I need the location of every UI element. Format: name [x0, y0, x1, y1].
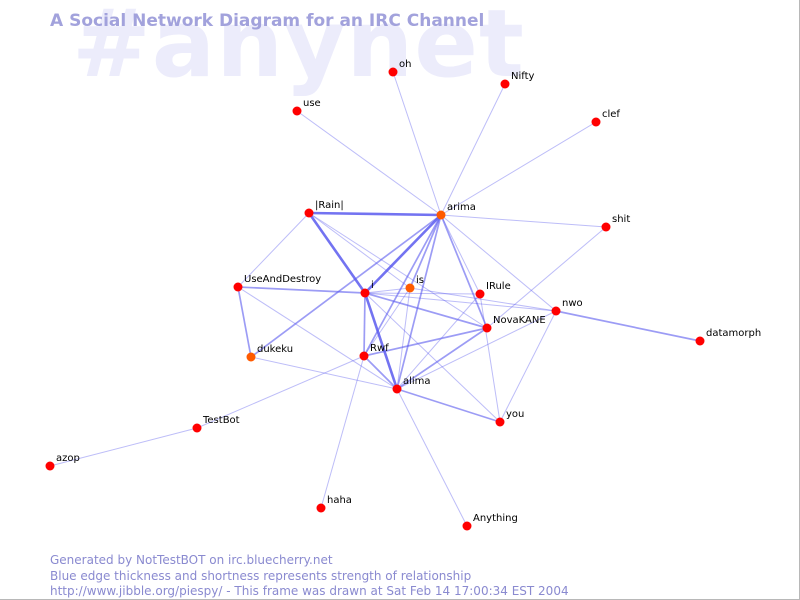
channel-watermark: #anynet [72, 0, 525, 99]
node-label-i: i [371, 280, 374, 291]
edge-alima-dukeku [250, 356, 398, 390]
node-IRule[interactable] [475, 289, 485, 299]
edge-arima-oh [392, 71, 442, 216]
edge-arima-NovaKANE [440, 214, 488, 329]
node-shit[interactable] [601, 222, 611, 232]
edge-nwo-you [499, 310, 557, 423]
node-oh[interactable] [388, 67, 398, 77]
node-label-UseAndDestroy: UseAndDestroy [244, 274, 321, 285]
edge-arima-is [409, 214, 442, 289]
edge-i-alima [363, 292, 399, 390]
node-alima[interactable] [392, 384, 402, 394]
edge-Rwf-alima [363, 355, 398, 390]
node-use[interactable] [292, 106, 302, 116]
node-label-oh: oh [399, 59, 411, 70]
edge-arima-dukeku [250, 214, 442, 358]
edge-Rain-is [308, 212, 411, 289]
edge-i-nwo [364, 292, 557, 312]
node-label-dukeku: dukeku [257, 344, 293, 355]
edge-arima-Rwf [363, 214, 442, 357]
edge-Rwf-haha [320, 355, 365, 509]
edge-alima-you [396, 388, 501, 423]
node-haha[interactable] [316, 503, 326, 513]
edge-arima-shit [440, 214, 607, 228]
node-label-NovaKANE: NovaKANE [493, 315, 546, 326]
edge-UseAndDestroy-dukeku [237, 286, 252, 358]
edge-NovaKANE-Rwf [363, 327, 488, 357]
node-arima[interactable] [436, 210, 446, 220]
edge-arima-use [296, 110, 442, 216]
node-UseAndDestroy[interactable] [233, 282, 243, 292]
node-label-azop: azop [56, 453, 80, 464]
node-label-Anything: Anything [473, 513, 518, 524]
edge-Rain-NovaKANE [308, 212, 488, 329]
node-label-nwo: nwo [562, 298, 583, 309]
node-label-is: is [416, 275, 424, 286]
node-label-alima: alima [403, 376, 431, 387]
edge-arima-Rain [308, 211, 442, 217]
node-label-arima: arima [447, 202, 476, 213]
edge-Rain-UseAndDestroy [237, 212, 310, 288]
edge-arima-clef [440, 121, 597, 216]
node-label-IRule: IRule [486, 281, 511, 292]
node-is[interactable] [405, 283, 415, 293]
node-label-Nifty: Nifty [511, 71, 535, 82]
node-Rwf[interactable] [359, 351, 369, 361]
node-label-Rain: |Rain| [315, 200, 344, 211]
edge-arima-IRule [440, 214, 481, 295]
node-nwo[interactable] [551, 306, 561, 316]
node-i[interactable] [360, 288, 370, 298]
edge-NovaKANE-alima [396, 327, 488, 390]
edge-Rwf-TestBot [196, 355, 365, 429]
edge-is-Rwf [363, 287, 411, 357]
node-Rain[interactable] [304, 208, 314, 218]
node-dukeku[interactable] [246, 352, 256, 362]
edge-IRule-alima [396, 293, 481, 390]
node-datamorph[interactable] [695, 336, 705, 346]
node-label-clef: clef [602, 109, 620, 120]
node-you[interactable] [495, 417, 505, 427]
node-Anything[interactable] [462, 521, 472, 531]
diagram-title: A Social Network Diagram for an IRC Chan… [50, 11, 485, 31]
edge-is-nwo [409, 287, 557, 312]
edge-layer [49, 71, 701, 527]
edge-alima-Anything [396, 388, 468, 527]
edge-IRule-you [479, 293, 501, 423]
edge-arima-alima [396, 214, 442, 390]
edge-arima-Nifty [440, 83, 506, 216]
edge-nwo-alima [396, 310, 557, 390]
edge-UseAndDestroy-i [237, 286, 366, 294]
footer-legend-note: Blue edge thickness and shortness repres… [50, 569, 472, 583]
edge-i-IRule [364, 292, 481, 295]
edge-UseAndDestroy-alima [237, 286, 398, 390]
edge-is-alima [396, 287, 411, 390]
edge-TestBot-azop [49, 427, 198, 467]
node-clef[interactable] [591, 117, 601, 127]
node-label-you: you [506, 409, 524, 420]
footer-generated-by: Generated by NotTestBOT on irc.bluecherr… [50, 553, 333, 567]
edge-arima-i [364, 214, 442, 294]
edge-i-Rwf [363, 292, 366, 357]
node-label-datamorph: datamorph [706, 328, 761, 339]
node-label-Rwf: Rwf [370, 343, 389, 354]
node-label-haha: haha [327, 495, 352, 506]
edge-arima-nwo [440, 214, 557, 312]
edge-i-you [364, 292, 501, 423]
edge-Rain-i [307, 212, 367, 294]
node-NovaKANE[interactable] [482, 323, 492, 333]
node-label-TestBot: TestBot [202, 415, 240, 426]
edge-NovaKANE-shit [486, 226, 607, 329]
node-azop[interactable] [45, 461, 55, 471]
node-Nifty[interactable] [500, 79, 510, 89]
node-label-shit: shit [612, 214, 630, 225]
edge-i-NovaKANE [364, 292, 488, 329]
edge-i-is [364, 287, 411, 294]
edge-nwo-datamorph [555, 310, 701, 342]
node-label-use: use [303, 98, 321, 109]
footer-timestamp: http://www.jibble.org/piespy/ - This fra… [50, 584, 569, 598]
node-TestBot[interactable] [192, 423, 202, 433]
